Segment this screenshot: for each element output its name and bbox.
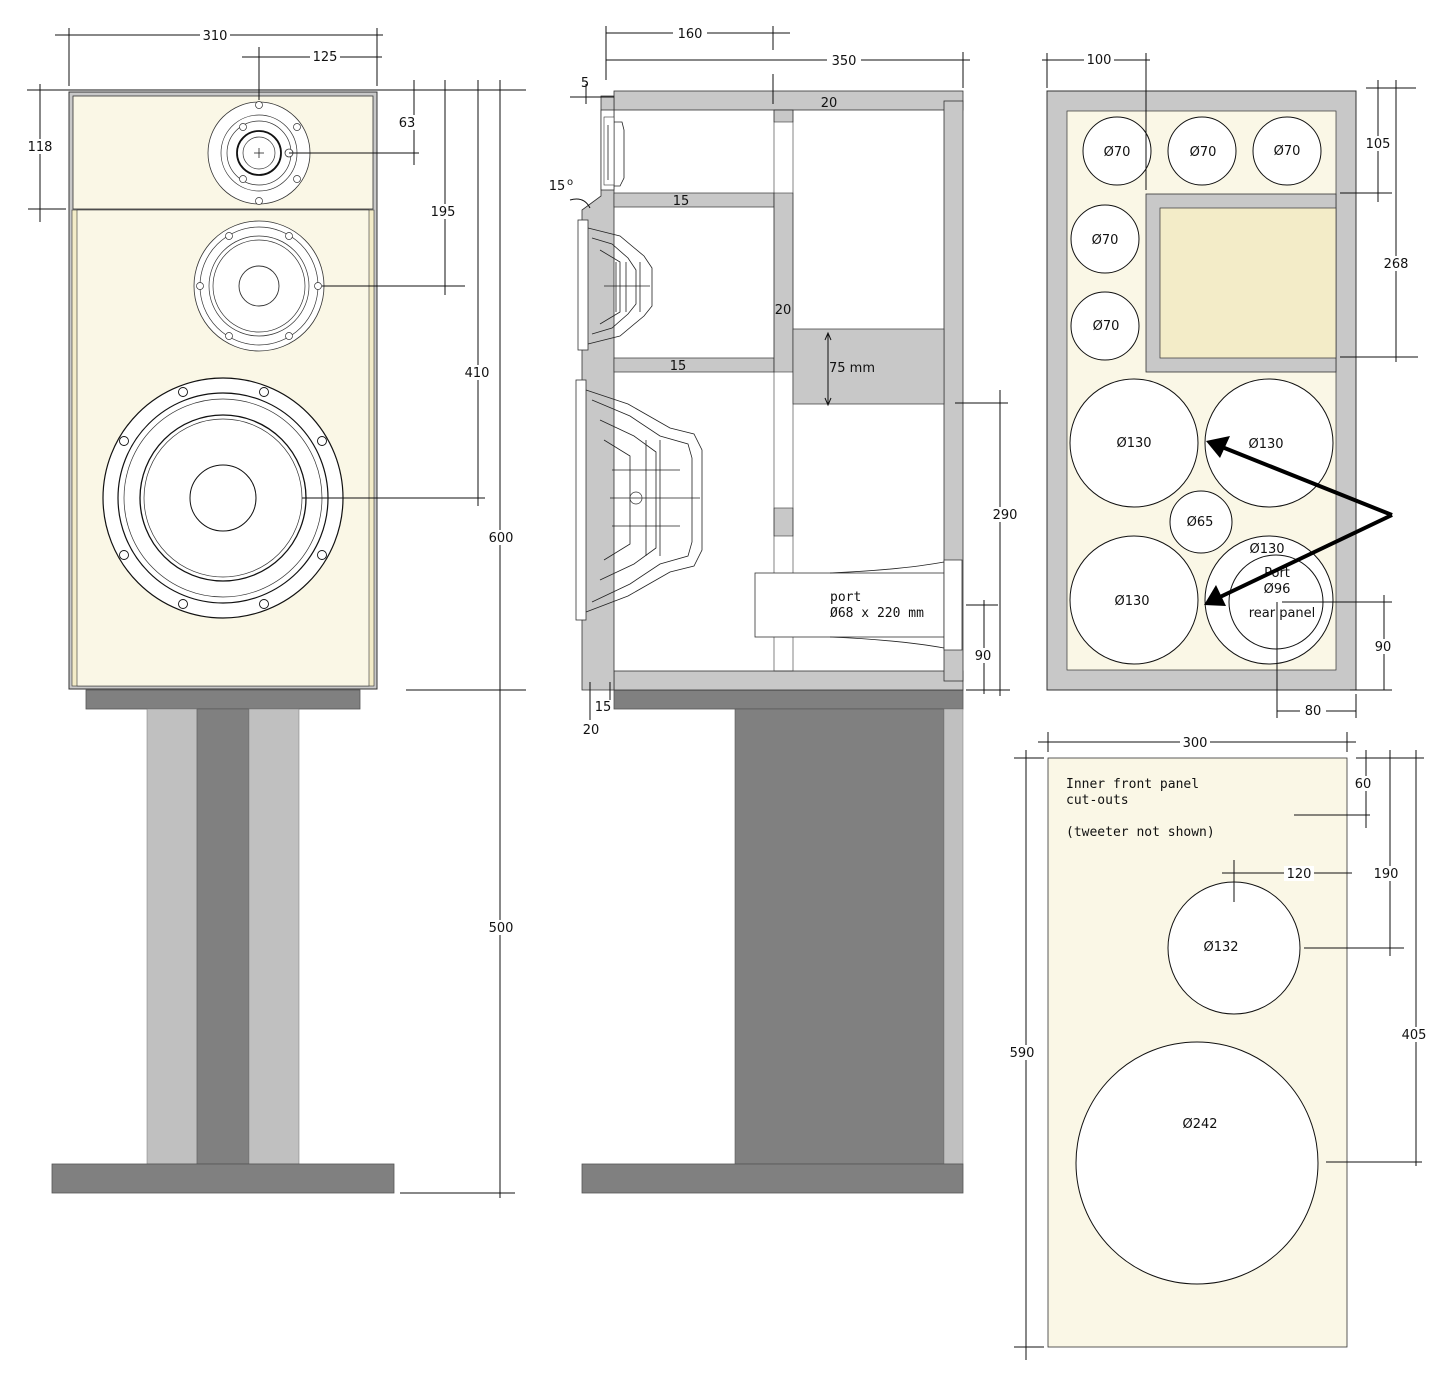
- rear-hole-label-6: Ø130: [1116, 436, 1151, 451]
- side-divider-upper: [773, 109, 794, 123]
- dim-side-depth: 350: [832, 54, 857, 69]
- rear-hole-6: [1069, 378, 1199, 508]
- side-stand-top: [613, 689, 964, 710]
- woofer-front: [102, 377, 344, 619]
- side-top-panel: [613, 90, 964, 111]
- rear-port-label: Port: [1264, 566, 1290, 581]
- inner-woofer-hole: [1075, 1041, 1319, 1285]
- rear-hole-label-8: Ø65: [1187, 515, 1214, 530]
- port-spec: Ø68 x 220 mm: [830, 606, 924, 621]
- dim-side-front-offset: 160: [678, 27, 703, 42]
- dim-bottom-panel: 20: [583, 723, 600, 738]
- woofer-side: [575, 379, 703, 621]
- inner-panel-view: Inner front panel cut-outs (tweeter not …: [1010, 732, 1430, 1360]
- rear-hole-label-7: Ø130: [1248, 437, 1283, 452]
- dim-tweeter-center: 63: [399, 116, 416, 131]
- side-stand-pillar: [734, 708, 945, 1165]
- dim-rear-box-height: 268: [1384, 257, 1409, 272]
- dim-woofer-center: 410: [465, 366, 490, 381]
- rear-hole-label-5: Ø70: [1093, 319, 1120, 334]
- rear-arrows: [1204, 436, 1393, 606]
- rear-hole-label-10: Ø130: [1249, 542, 1284, 557]
- stand-pillar-center: [196, 708, 250, 1165]
- rear-panel-view: Ø70 Ø70 Ø70 Ø70 Ø70 Ø130 Ø130 Ø65 Ø130 Ø…: [1042, 52, 1418, 719]
- dim-inner-woofer-center: 405: [1402, 1028, 1427, 1043]
- stand-top-plate: [85, 689, 361, 710]
- rear-hole-label-1: Ø70: [1104, 145, 1131, 160]
- dim-inner-height: 590: [1010, 1046, 1035, 1061]
- rear-hole-label-4: Ø70: [1092, 233, 1119, 248]
- rear-hole-4: [1070, 204, 1140, 274]
- side-stand-pillar-edge: [943, 708, 964, 1165]
- dim-stand-height: 500: [489, 921, 514, 936]
- rear-dimensions: [1042, 53, 1418, 718]
- dim-port-gap: 75 mm: [829, 361, 875, 376]
- dim-front-width: 310: [203, 29, 228, 44]
- port-label: port: [830, 590, 861, 605]
- dim-rear-left-offset: 100: [1087, 53, 1112, 68]
- rear-hole-label-9: Ø130: [1114, 594, 1149, 609]
- dim-inner-mid-top: 60: [1355, 777, 1372, 792]
- side-dimensions: [569, 26, 1010, 720]
- side-front-baffle: [581, 95, 615, 691]
- dim-bottom-front: 15: [595, 700, 612, 715]
- inner-panel-title-1: Inner front panel: [1066, 777, 1199, 792]
- rear-hole-2: [1167, 116, 1237, 186]
- side-bottom-panel: [613, 670, 964, 691]
- side-view: 160 350 5 15 o 20 15 20 15 75 mm 290 90 …: [549, 26, 1020, 1194]
- inner-mid-hole-label: Ø132: [1203, 940, 1238, 955]
- dim-shelf-upper: 15: [673, 194, 690, 209]
- dim-port-offset: 90: [975, 649, 992, 664]
- dim-rear-port-bottom: 90: [1375, 640, 1392, 655]
- dim-divider: 20: [775, 303, 792, 318]
- inner-woofer-hole-label: Ø242: [1182, 1117, 1217, 1132]
- stand-base-plate: [51, 1163, 395, 1194]
- side-shelf-upper: [613, 192, 775, 208]
- midrange-front: [193, 220, 325, 352]
- side-stand-base: [581, 1163, 964, 1194]
- port-tube-side: [754, 559, 963, 651]
- dim-top-section: 118: [28, 140, 53, 155]
- rear-hole-1: [1082, 116, 1152, 186]
- dim-inner-mid-right: 120: [1287, 867, 1312, 882]
- dim-inner-mid-center: 190: [1374, 867, 1399, 882]
- rear-hole-3: [1252, 116, 1322, 186]
- side-divider-low: [773, 507, 794, 537]
- rear-box-inner: [1159, 207, 1337, 359]
- rear-hole-8: [1169, 490, 1233, 554]
- dim-baffle-step: 5: [581, 76, 589, 91]
- front-view: 310 125 118 63 195 410 600 500: [26, 28, 526, 1198]
- side-shelf-lower: [613, 357, 775, 373]
- rear-hole-5: [1070, 291, 1140, 361]
- stand-pillar-right: [248, 708, 300, 1165]
- midrange-side: [577, 219, 653, 351]
- dim-cabinet-height: 600: [489, 531, 514, 546]
- dim-tweeter-offset: 125: [313, 50, 338, 65]
- rear-port-note: rear panel: [1249, 606, 1316, 621]
- dim-top-panel: 20: [821, 96, 838, 111]
- dim-angle: 15: [549, 179, 566, 194]
- side-divider-mid: [773, 192, 794, 373]
- rear-port-size: Ø96: [1264, 582, 1291, 597]
- dim-rear-port-side: 80: [1305, 704, 1322, 719]
- inner-panel-title-2: cut-outs: [1066, 793, 1129, 808]
- dim-shelf-lower: 15: [670, 359, 687, 374]
- side-port-chamber: [792, 328, 945, 405]
- dim-rear-top-row: 105: [1366, 137, 1391, 152]
- rear-hole-label-3: Ø70: [1274, 144, 1301, 159]
- dim-inner-width: 300: [1183, 736, 1208, 751]
- dim-mid-center: 195: [431, 205, 456, 220]
- dim-angle-unit: o: [567, 177, 573, 188]
- rear-hole-7: [1204, 378, 1334, 508]
- rear-hole-10: [1204, 535, 1334, 665]
- tweeter-side: [600, 109, 625, 191]
- tweeter-front: [207, 101, 311, 205]
- rear-hole-9: [1069, 535, 1199, 665]
- rear-hole-label-2: Ø70: [1190, 145, 1217, 160]
- stand-pillar-left: [146, 708, 198, 1165]
- dim-port-height: 290: [993, 508, 1018, 523]
- inner-panel-note: (tweeter not shown): [1066, 825, 1215, 840]
